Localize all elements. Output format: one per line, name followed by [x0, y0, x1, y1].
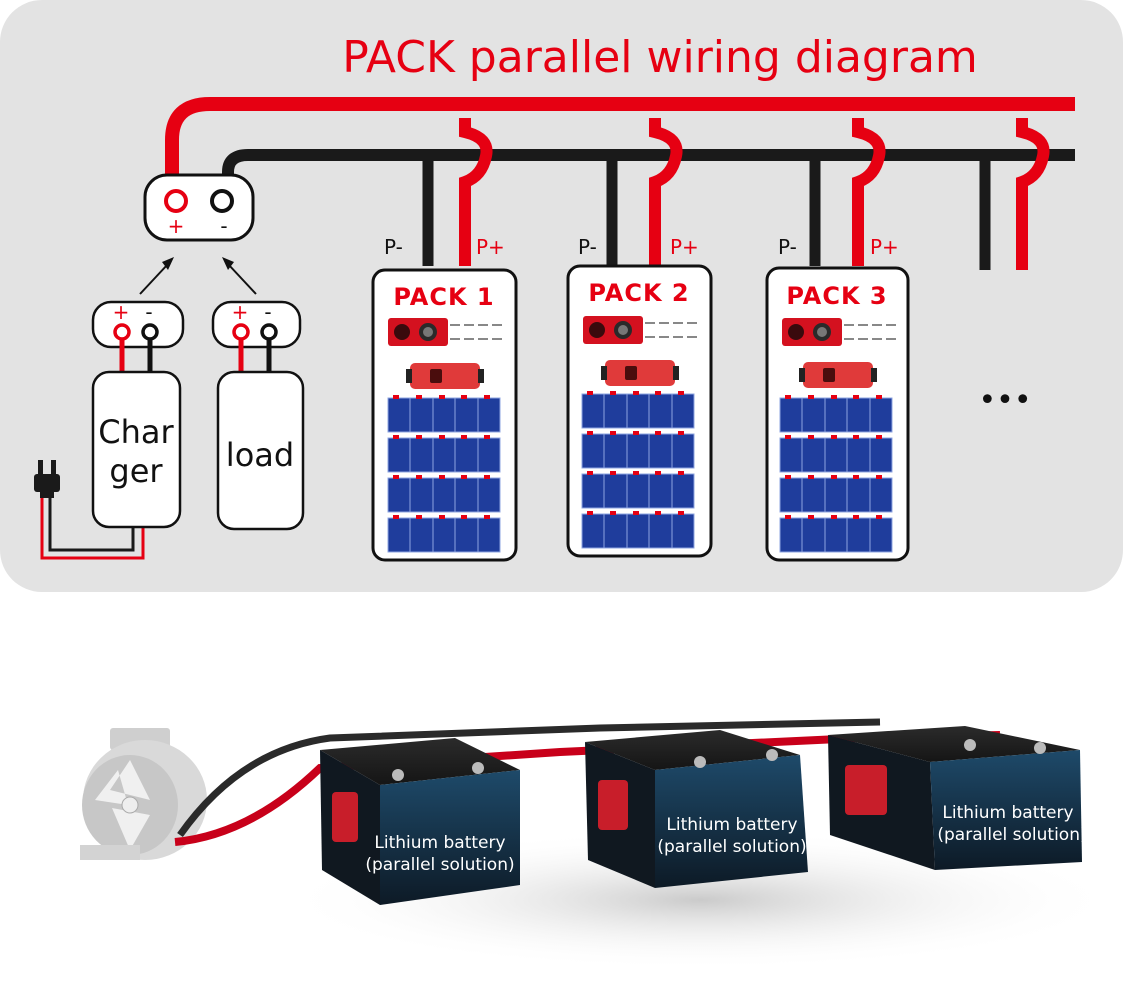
photo-red-wire: [174, 731, 1001, 846]
more-packs-ellipsis: •••: [978, 383, 1031, 418]
pack-3: P- P+ PACK 3: [765, 235, 910, 562]
extra-leads: [979, 118, 1050, 270]
load-arrow: [222, 257, 257, 295]
charger-arrow: [139, 257, 174, 295]
photo-battery-3: Lithium battery (parallel solution): [828, 726, 1087, 870]
black-bus-wire: [222, 149, 1075, 180]
pack-3-p-minus: P-: [778, 235, 797, 259]
red-bus-wire: [165, 97, 1075, 182]
pack2-leads: [606, 118, 683, 266]
pack3-leads: [809, 118, 886, 266]
pack-3-label: PACK 3: [786, 282, 887, 310]
pack-1-p-plus: P+: [476, 235, 505, 259]
charger-plus-sign: +: [113, 300, 130, 324]
motor-icon: [80, 728, 207, 860]
photo-illustration: Lithium battery (parallel solution) Lith…: [80, 718, 1120, 970]
pack-3-p-plus: P+: [870, 235, 899, 259]
load-plus-sign: +: [232, 300, 249, 324]
terminal-minus-sign: -: [220, 214, 227, 238]
pack1-leads: [422, 118, 493, 266]
photo-black-wire: [177, 718, 881, 838]
photo-battery-2: Lithium battery (parallel solution): [585, 730, 808, 888]
charger-label-line2: ger: [109, 452, 163, 490]
pack-2-p-minus: P-: [578, 235, 597, 259]
pack-1-label: PACK 1: [393, 283, 494, 311]
photo-battery-1-line1: Lithium battery: [374, 833, 505, 853]
photo-battery-2-line2: (parallel solution): [657, 837, 806, 857]
photo-battery-1: Lithium battery (parallel solution): [320, 738, 520, 905]
charger: + - Char ger: [34, 300, 185, 560]
diagram-title: PACK parallel wiring diagram: [342, 32, 978, 83]
photo-battery-3-line1: Lithium battery: [942, 803, 1073, 823]
load-minus-sign: -: [264, 300, 271, 324]
pack-2-label: PACK 2: [588, 279, 689, 307]
pack-1-bms-module: [406, 363, 484, 389]
photo-battery-2-line1: Lithium battery: [666, 815, 797, 835]
pack-2: P- P+ PACK 2: [566, 235, 713, 558]
main-terminal-block: + -: [143, 173, 255, 242]
photo-battery-3-line2: (parallel solution): [937, 825, 1086, 845]
terminal-plus-sign: +: [168, 214, 185, 238]
charger-label-line1: Char: [98, 413, 174, 451]
charger-power-cord: [40, 490, 145, 560]
power-plug-icon: [34, 460, 60, 498]
photo-battery-1-line2: (parallel solution): [365, 855, 514, 875]
pack-1-p-minus: P-: [384, 235, 403, 259]
pack-2-p-plus: P+: [670, 235, 699, 259]
pack-2-bms-module: [601, 360, 679, 386]
charger-minus-sign: -: [145, 300, 152, 324]
pack-1: P- P+ PACK 1: [371, 235, 518, 562]
pack-3-bms-module: [799, 362, 877, 388]
load: + - load: [211, 300, 305, 531]
load-label: load: [226, 436, 294, 474]
